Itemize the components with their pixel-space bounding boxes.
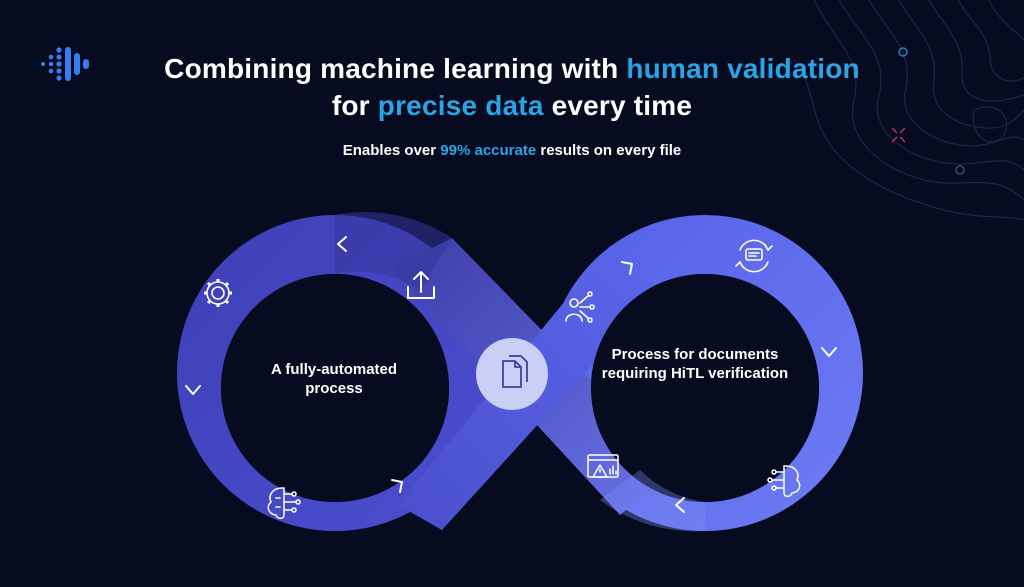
- ai-head-circuit-icon: [767, 465, 801, 498]
- title-part: every time: [543, 90, 693, 121]
- dot-icon: [955, 165, 965, 175]
- page-subtitle: Enables over 99% accurate results on eve…: [212, 142, 812, 159]
- title-highlight: precise data: [377, 90, 544, 121]
- brand-logo-icon: [41, 47, 89, 81]
- title-part: Combining machine learning with: [164, 53, 627, 84]
- title-highlight: human validation: [626, 53, 860, 84]
- chevron-right-icon: [621, 261, 633, 275]
- left-loop: [177, 215, 493, 531]
- subtitle-highlight: 99% accurate: [440, 142, 537, 159]
- page-title: Combining machine learning with human va…: [160, 50, 864, 124]
- chevron-right-icon: [391, 479, 403, 493]
- topographic-decoration: [794, 0, 1024, 220]
- title-part: for: [331, 90, 378, 121]
- documents-icon: [502, 355, 528, 388]
- left-loop-label: A fully-automated process: [270, 361, 398, 397]
- chevron-down-icon: [821, 347, 837, 357]
- chevron-down-icon: [185, 385, 201, 395]
- spark-icon: [891, 127, 906, 143]
- subtitle-part: results on every file: [536, 142, 682, 159]
- right-loop-label: Process for documents requiring HiTL ver…: [601, 346, 789, 382]
- chat-refresh-icon: [735, 239, 773, 273]
- center-node: [476, 338, 548, 410]
- ai-brain-circuit-icon: [267, 487, 301, 520]
- alert-dashboard-icon: [587, 454, 619, 478]
- gear-icon: [204, 279, 232, 307]
- dot-icon: [898, 47, 908, 57]
- chevron-left-icon: [337, 236, 347, 252]
- upload-icon: [407, 271, 435, 299]
- human-network-icon: [565, 291, 595, 323]
- subtitle-part: Enables over: [342, 142, 441, 159]
- chevron-left-icon: [675, 497, 685, 513]
